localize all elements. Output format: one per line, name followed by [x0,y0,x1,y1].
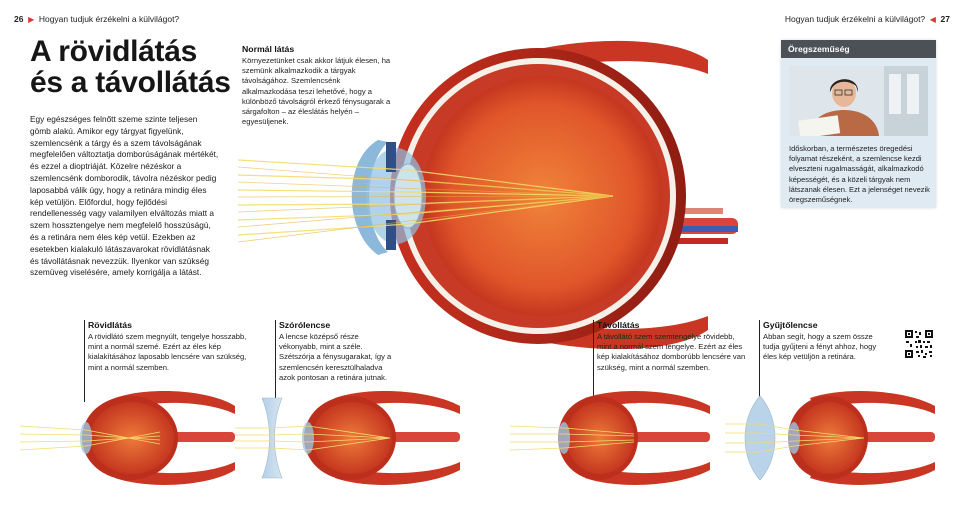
convex-lens-text: Abban segít, hogy a szem össze tudja gyű… [763,332,877,362]
page-title: A rövidlátás és a távollátás [30,36,231,98]
eye-cross-section-illustration [238,40,738,350]
concave-lens-callout-line [275,320,276,418]
myopia-heading: Rövidlátás [88,320,132,330]
concave-lens-text: A lencse középső része vékonyabb, mint a… [279,332,392,382]
running-header-left: 26 ▶ Hogyan tudjuk érzékelni a külvilágo… [14,14,179,24]
title-line-2: és a távollátás [30,66,231,99]
running-title-left: Hogyan tudjuk érzékelni a külvilágot? [38,14,180,24]
convex-lens-callout-line [759,320,760,418]
presbyopia-box: Öregszeműség Időskorban, a természetes ö… [781,40,936,208]
normal-vision-text: Környezetünket csak akkor látjuk élesen,… [242,56,391,127]
hyperopia-callout: Távollátás A távollátó szem szemtengelye… [597,320,747,373]
title-line-1: A rövidlátás [30,35,198,68]
normal-vision-block: Normál látás Környezetünket csak akkor l… [242,44,392,127]
concave-lens-eye [235,391,460,485]
page-number-right: 27 [940,14,950,24]
hyperopia-heading: Távollátás [597,320,640,330]
running-header-right: Hogyan tudjuk érzékelni a külvilágot? ◀ … [785,14,950,24]
running-title-right: Hogyan tudjuk érzékelni a külvilágot? [784,14,926,24]
intro-paragraph: Egy egészséges felnőtt szeme szinte telj… [30,114,219,278]
myopia-eye [20,391,235,485]
myopia-text: A rövidlátó szem megnyúlt, tengelye hoss… [88,332,247,372]
convex-lens-eye [725,391,935,485]
presbyopia-heading: Öregszeműség [781,40,936,58]
page-marker-triangle-icon: ▶ [25,15,37,24]
page-marker-triangle-icon: ◀ [927,15,939,24]
concave-lens-heading: Szórólencse [279,320,331,330]
normal-vision-heading: Normál látás [242,44,295,54]
myopia-callout-line [84,320,85,402]
hyperopia-text: A távollátó szem szemtengelye rövidebb, … [597,332,746,372]
presbyopia-text: Időskorban, a természetes öregedési foly… [789,144,930,205]
myopia-callout: Rövidlátás A rövidlátó szem megnyúlt, te… [88,320,248,373]
convex-lens-callout: Gyűjtőlencse Abban segít, hogy a szem ös… [763,320,883,363]
qr-code-icon[interactable] [904,329,934,359]
woman-with-glasses-photo [789,66,928,136]
convex-lens-heading: Gyűjtőlencse [763,320,818,330]
concave-lens-callout: Szórólencse A lencse középső része vékon… [279,320,399,383]
hyperopia-callout-line [593,320,594,418]
small-eyes-row [20,391,935,485]
hyperopia-eye [509,391,710,485]
page-number-left: 26 [14,14,24,24]
